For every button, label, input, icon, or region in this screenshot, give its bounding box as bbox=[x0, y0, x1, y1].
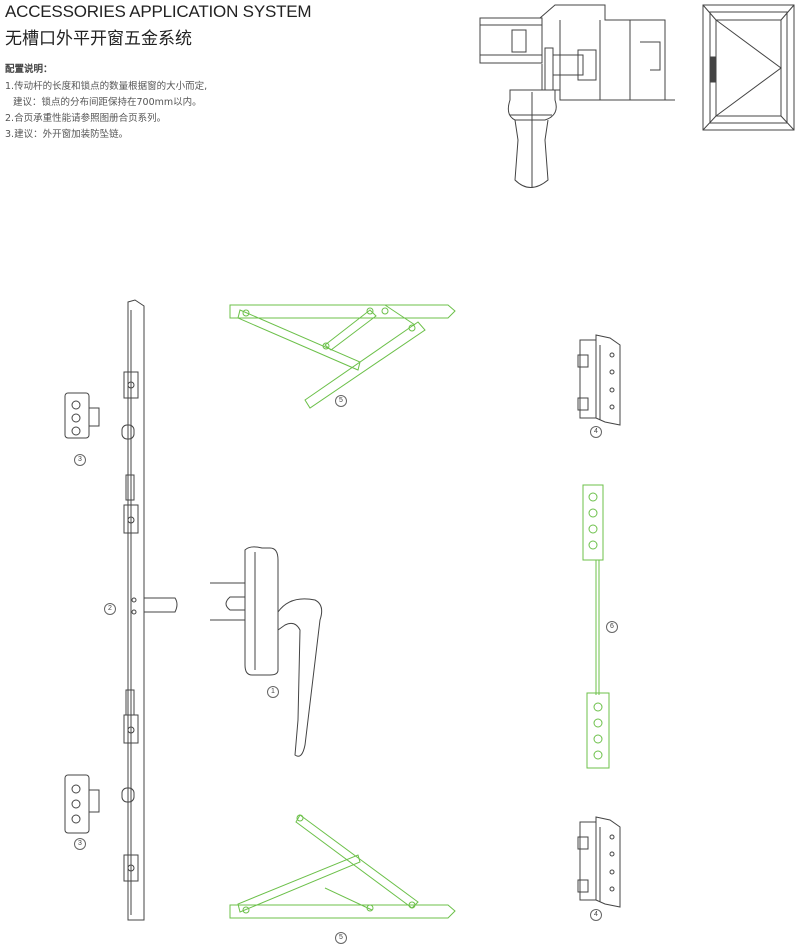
callout-hinge-bottom: 4 bbox=[590, 909, 602, 921]
callout-keeper-top: 3 bbox=[74, 454, 86, 466]
drive-rod-drawing bbox=[121, 299, 178, 921]
callout-safety-chain: 6 bbox=[606, 621, 618, 633]
callout-stay-top: 5 bbox=[335, 395, 347, 407]
title-english: ACCESSORIES APPLICATION SYSTEM bbox=[5, 2, 312, 21]
hinge-top-drawing bbox=[577, 334, 621, 426]
safety-chain-drawing bbox=[582, 484, 610, 769]
profile-section-drawing bbox=[479, 4, 675, 188]
note-line: 建议：锁点的分布间距保持在700mm以内。 bbox=[13, 97, 202, 108]
callout-drive-rod: 2 bbox=[104, 603, 116, 615]
title-chinese: 无槽口外平开窗五金系统 bbox=[5, 29, 192, 49]
notes-heading: 配置说明： bbox=[5, 64, 53, 75]
keeper-top-drawing bbox=[64, 392, 100, 439]
configuration-notes: 配置说明： 1.传动杆的长度和锁点的数量根据窗的大小而定, 建议：锁点的分布间距… bbox=[5, 62, 207, 143]
callout-stay-bottom: 5 bbox=[335, 932, 347, 944]
note-line: 1.传动杆的长度和锁点的数量根据窗的大小而定, bbox=[5, 81, 208, 92]
callout-hinge-top: 4 bbox=[590, 426, 602, 438]
note-line: 2.合页承重性能请参照图册合页系列。 bbox=[5, 113, 167, 124]
friction-stay-bottom-drawing bbox=[229, 814, 456, 919]
note-line: 3.建议：外开窗加装防坠链。 bbox=[5, 129, 129, 140]
callout-keeper-bottom: 3 bbox=[74, 838, 86, 850]
handle-drawing bbox=[210, 546, 323, 757]
keeper-bottom-drawing bbox=[64, 774, 100, 834]
friction-stay-top-drawing bbox=[229, 304, 456, 409]
callout-handle: 1 bbox=[267, 686, 279, 698]
hinge-bottom-drawing bbox=[577, 816, 621, 908]
window-elevation-drawing bbox=[702, 4, 795, 131]
